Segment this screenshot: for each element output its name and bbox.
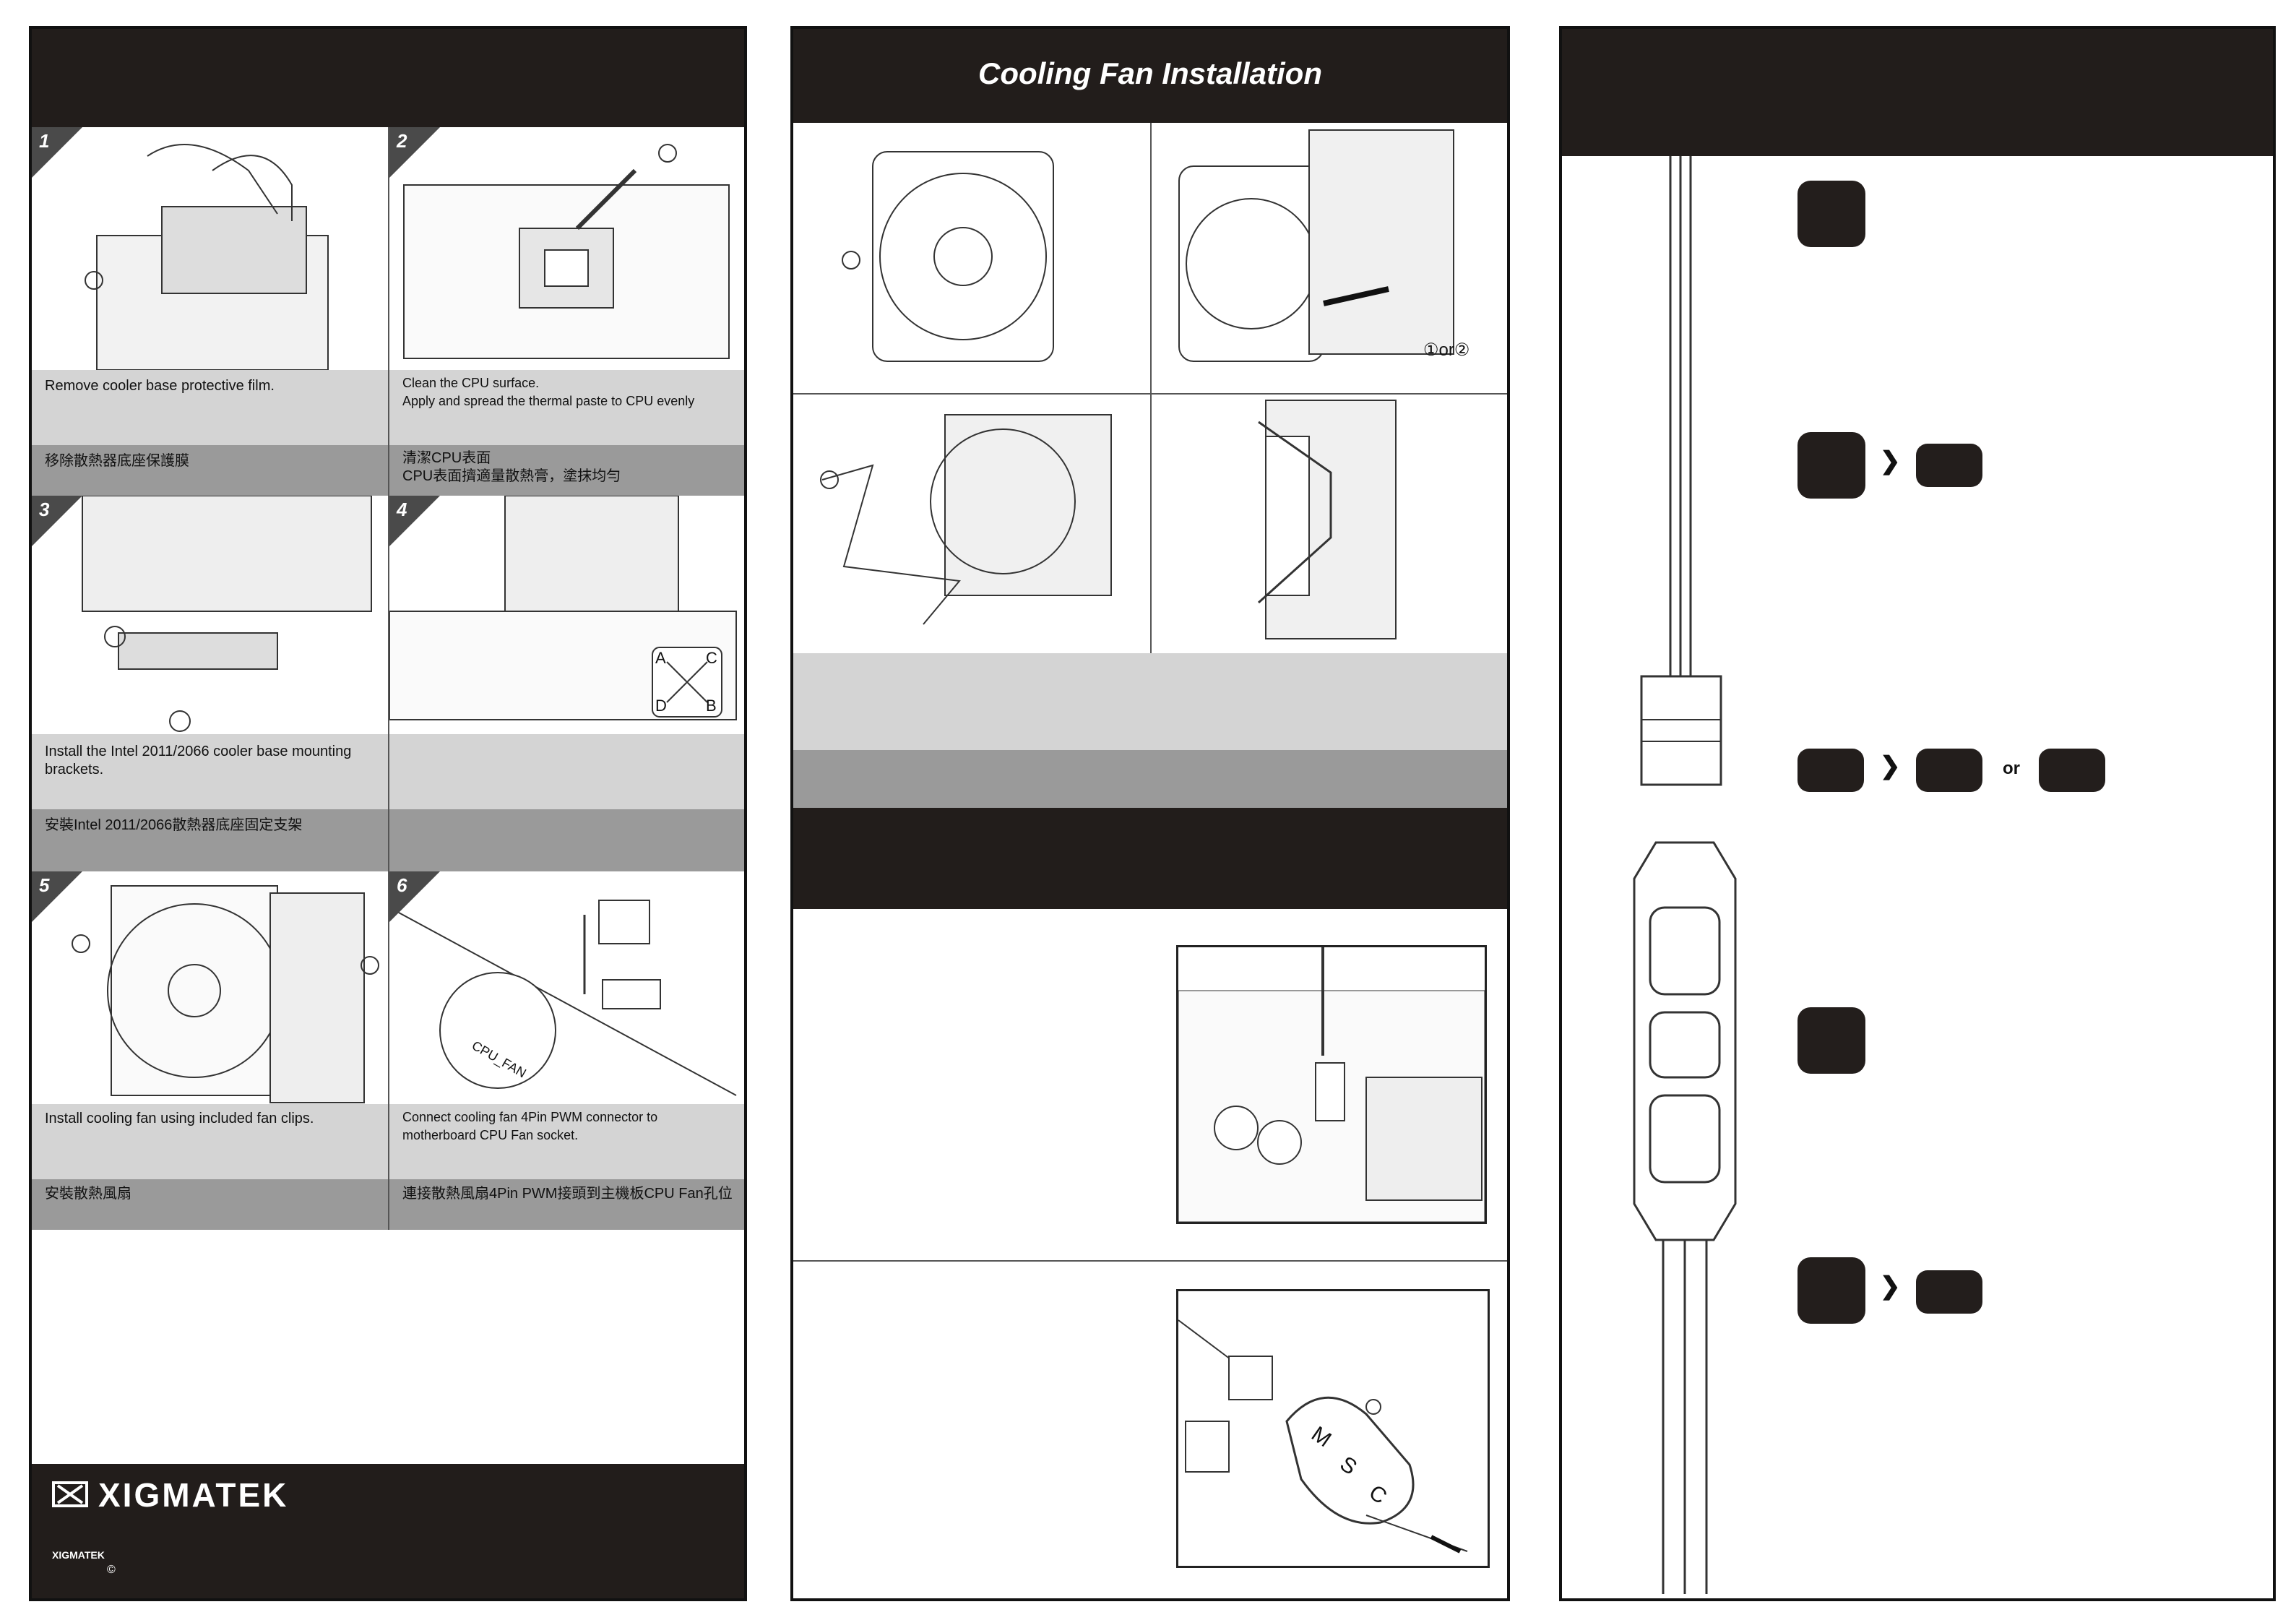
middle-panel: Cooling Fan Installation ①or② xyxy=(790,26,1510,1601)
caption-zh-area: 安裝Intel 2011/2066散熱器底座固定支架 xyxy=(32,809,388,871)
middle-section-bar xyxy=(793,808,1507,909)
fan-image-2: ①or② xyxy=(1150,123,1507,395)
corner-label-d: D xyxy=(655,697,667,715)
step-number: 1 xyxy=(39,130,50,152)
arrow-right-icon: ❯ xyxy=(1880,1272,1901,1300)
caption-en: Install the Intel 2011/2066 cooler base … xyxy=(45,744,352,777)
caption-en-area xyxy=(389,734,744,809)
callout-circle xyxy=(85,271,103,290)
corner-label-c: C xyxy=(706,649,717,667)
color-button-icon xyxy=(2039,749,2105,792)
caption-en-area: Connect cooling fan 4Pin PWM connector t… xyxy=(389,1104,744,1179)
caption-zh: 移除散熱器底座保護膜 xyxy=(45,453,189,469)
step-2-illustration xyxy=(403,144,730,359)
left-footer-bar: XIGMATEK XIGMATEK © xyxy=(32,1464,744,1598)
step-number-badge xyxy=(389,496,440,546)
caption-zh: 連接散熱風扇4Pin PWM接頭到主機板CPU Fan孔位 xyxy=(402,1186,733,1202)
speed-button-icon xyxy=(1916,749,1982,792)
caption-en-area xyxy=(793,653,1507,750)
caption-zh: 安裝散熱風扇 xyxy=(45,1186,131,1202)
caption-zh-area xyxy=(389,809,744,871)
caption-en: Connect cooling fan 4Pin PWM connector t… xyxy=(402,1110,658,1142)
brand-name-small: XIGMATEK xyxy=(52,1549,105,1561)
step-number: 2 xyxy=(397,130,407,152)
caption-zh: 安裝Intel 2011/2066散熱器底座固定支架 xyxy=(45,817,303,833)
controller-diagram xyxy=(1633,156,1737,1594)
speed-button-icon xyxy=(1916,1270,1982,1314)
section-divider xyxy=(793,1260,1507,1262)
caption-zh-area xyxy=(793,750,1507,808)
speed-button-icon xyxy=(1916,444,1982,487)
caption-zh-area: 移除散熱器底座保護膜 xyxy=(32,445,388,496)
caption-zh-area: 安裝散熱風扇 xyxy=(32,1179,388,1230)
caption-en: Clean the CPU surface. Apply and spread … xyxy=(402,376,695,408)
controller-cable-image: M S C xyxy=(1176,1289,1490,1568)
step-number-badge xyxy=(32,871,82,922)
step-2: 2 Clean the CPU surface. Apply and sprea… xyxy=(388,127,744,496)
or-label: or xyxy=(2003,759,2020,778)
middle-header-bar: Cooling Fan Installation xyxy=(793,29,1507,123)
left-panel: 1 Remove cooler base protective film. 移除… xyxy=(29,26,747,1601)
step-6-illustration xyxy=(389,900,737,1096)
arrow-right-icon: ❯ xyxy=(1880,447,1901,475)
step-5: 5 Install cooling fan using included fan… xyxy=(32,871,388,1230)
step-3-illustration xyxy=(82,496,372,732)
step-number: 6 xyxy=(397,874,407,896)
caption-en-area: Clean the CPU surface. Apply and spread … xyxy=(389,370,744,445)
corner-label-b: B xyxy=(706,697,717,715)
step-number: 5 xyxy=(39,874,50,896)
corner-label-a: A xyxy=(655,649,666,667)
mode-button-icon xyxy=(1797,1257,1865,1324)
step-number: 3 xyxy=(39,499,50,520)
caption-en-area: Install the Intel 2011/2066 cooler base … xyxy=(32,734,388,809)
step-6: CPU_FAN 6 Connect cooling fan 4Pin PWM c… xyxy=(388,871,744,1230)
mode-button-icon xyxy=(1797,432,1865,499)
right-header-bar xyxy=(1562,29,2273,156)
brand-name: XIGMATEK xyxy=(98,1476,289,1514)
copyright: © xyxy=(107,1564,116,1576)
arrow-right-icon: ❯ xyxy=(1880,752,1901,780)
step-1-illustration xyxy=(85,144,329,370)
caption-zh-area: 清潔CPU表面 CPU表面擠適量散熱膏，塗抹均勻 xyxy=(389,445,744,496)
page-title: Cooling Fan Installation xyxy=(978,56,1322,90)
caption-en: Remove cooler base protective film. xyxy=(45,378,275,394)
step-number-badge xyxy=(32,496,82,546)
caption-zh: 清潔CPU表面 CPU表面擠適量散熱膏，塗抹均勻 xyxy=(402,450,621,484)
mode-button-icon xyxy=(1797,1007,1865,1074)
fan-image-1 xyxy=(793,123,1152,395)
fan-image-3 xyxy=(793,393,1152,653)
step-4: A C D B 4 xyxy=(388,496,744,871)
brand-logo-icon xyxy=(52,1481,88,1507)
caption-zh-area: 連接散熱風扇4Pin PWM接頭到主機板CPU Fan孔位 xyxy=(389,1179,744,1230)
mode-button-icon xyxy=(1797,749,1864,792)
caption-en-area: Remove cooler base protective film. xyxy=(32,370,388,445)
step-number-badge xyxy=(389,871,440,922)
left-header-bar xyxy=(32,29,744,127)
step-number-badge xyxy=(389,127,440,178)
right-panel: ❯ ❯ or ❯ xyxy=(1559,26,2276,1601)
step-1: 1 Remove cooler base protective film. 移除… xyxy=(32,127,388,496)
step-number: 4 xyxy=(397,499,407,520)
step-5-illustration xyxy=(72,885,379,1103)
step-number-badge xyxy=(32,127,82,178)
step-4-illustration xyxy=(389,496,737,720)
caption-en: Install cooling fan using included fan c… xyxy=(45,1111,314,1126)
step-3: 3 Install the Intel 2011/2066 cooler bas… xyxy=(32,496,388,871)
motherboard-connector-image xyxy=(1176,945,1487,1224)
fan-image-4 xyxy=(1150,393,1507,653)
callout-label: ①or② xyxy=(1423,340,1470,360)
mode-button-icon xyxy=(1797,181,1865,247)
caption-en-area: Install cooling fan using included fan c… xyxy=(32,1104,388,1179)
